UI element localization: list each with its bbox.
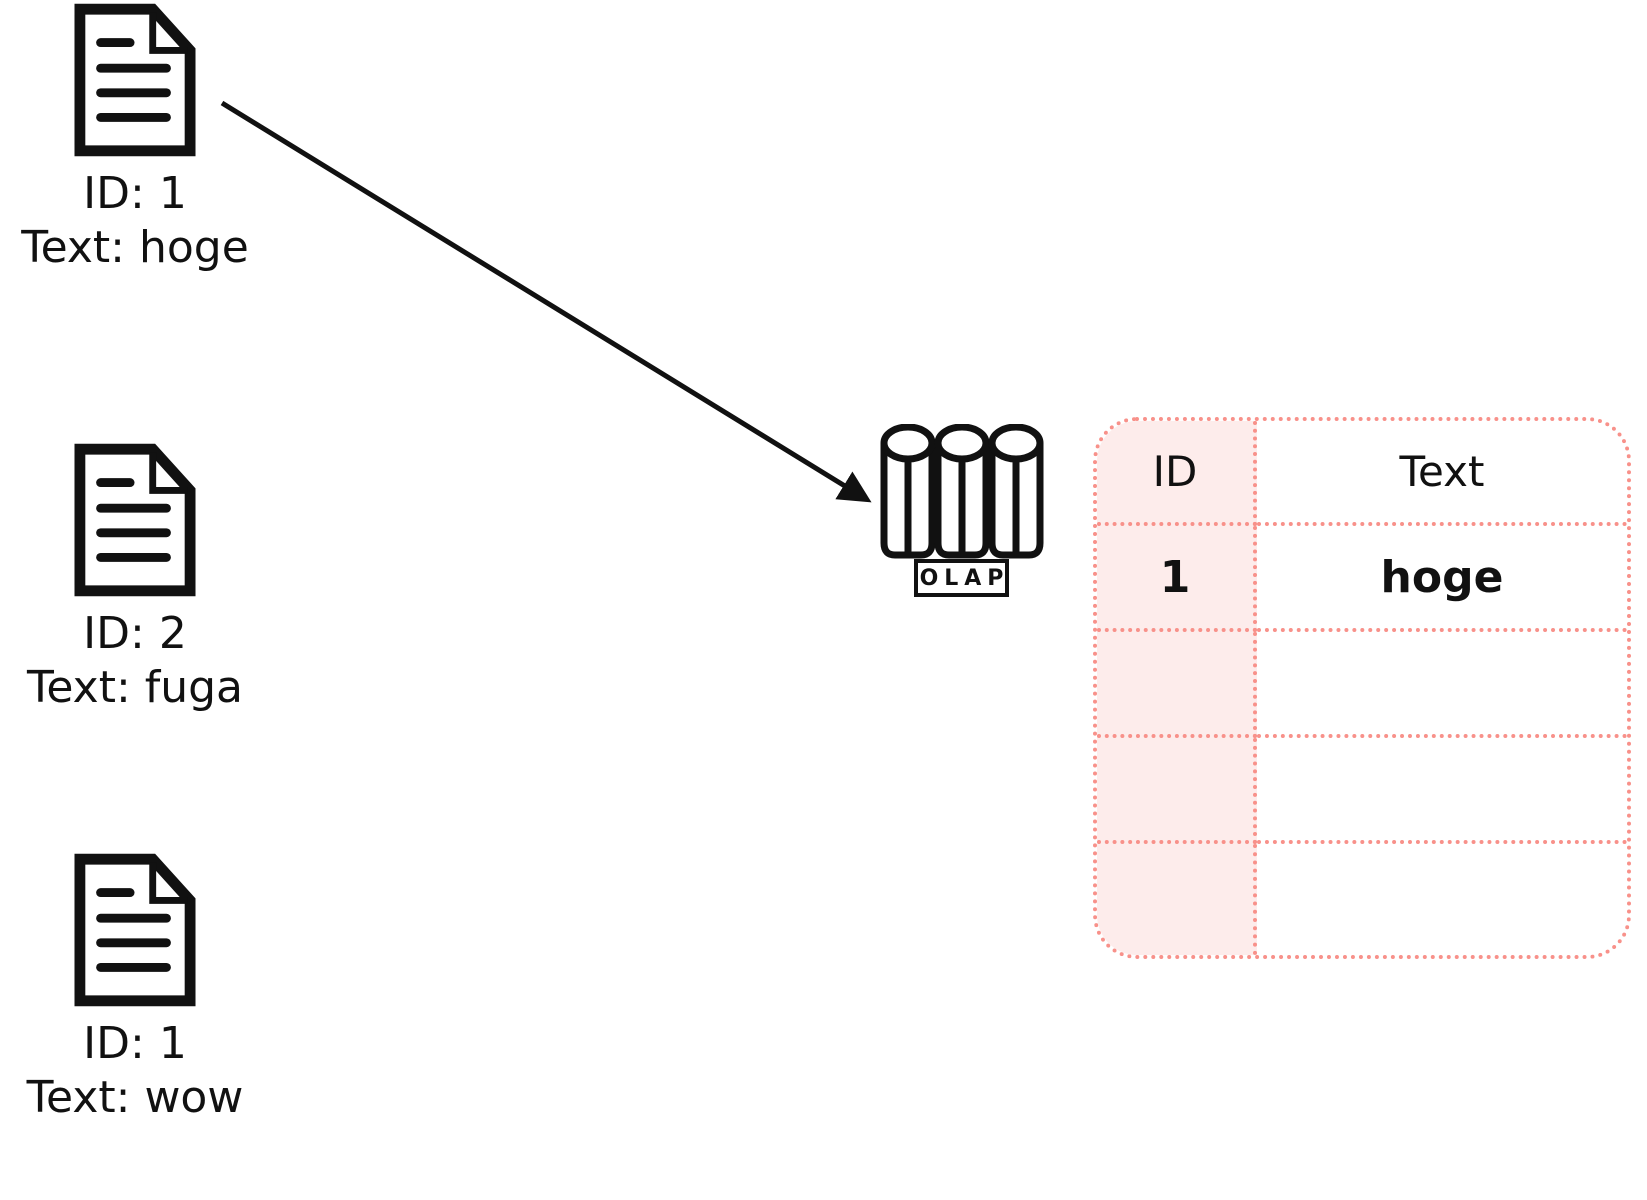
olap-database: OLAP [880,424,1050,604]
table-cell-text: hoge [1257,526,1627,632]
table-cell-text [1257,632,1627,738]
document-item-2: ID: 2 Text: fuga [15,443,255,715]
table-cell-id [1097,632,1257,738]
document-icon [74,443,196,597]
document-text-label: Text: wow [26,1072,244,1123]
document-item-3: ID: 1 Text: wow [15,853,255,1125]
table-cell-text [1257,844,1627,955]
table-cell-id [1097,844,1257,955]
olap-table: ID Text 1 hoge [1093,417,1631,959]
document-text-label: Text: hoge [21,222,249,273]
document-icon [74,853,196,1007]
document-id-label: ID: 1 [83,168,187,219]
document-text-label: Text: fuga [26,662,244,713]
document-id-label: ID: 2 [83,608,187,659]
table-cell-id: 1 [1097,526,1257,632]
olap-label: OLAP [914,559,1009,597]
table-cell-text [1257,738,1627,844]
table-header-text: Text [1257,421,1627,526]
table-header-id: ID [1097,421,1257,526]
olap-cylinders-icon [880,424,1044,559]
table-cell-id [1097,738,1257,844]
document-id-label: ID: 1 [83,1018,187,1069]
document-icon [74,3,196,157]
document-item-1: ID: 1 Text: hoge [15,3,255,275]
